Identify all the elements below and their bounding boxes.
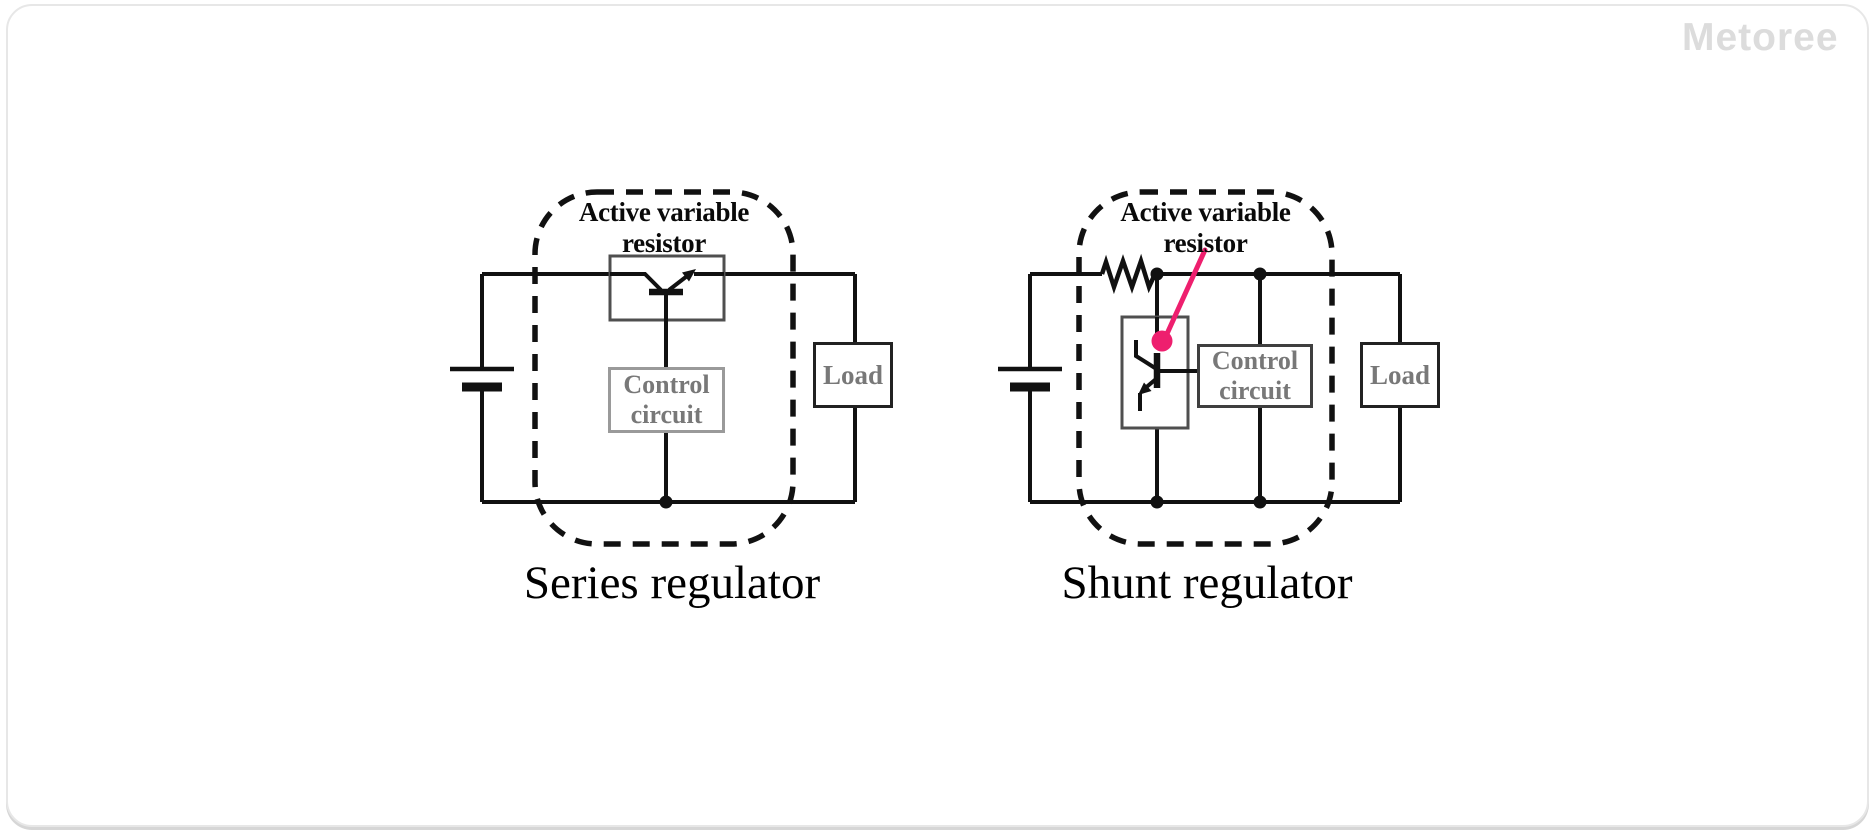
transistor-emitter-arrow <box>682 269 696 282</box>
control-box-line1: Control <box>623 370 710 399</box>
shunt-dashed-boundary <box>1076 189 1335 547</box>
annotation-line1: Active variable <box>1120 197 1291 227</box>
transistor-icon <box>608 254 726 367</box>
shunt-control-circuit-box: Control circuit <box>1197 344 1313 408</box>
transistor-collector-lead <box>1134 340 1157 370</box>
callout-line <box>1163 247 1208 339</box>
annotation-line2: resistor <box>1163 228 1248 258</box>
transistor-emitter-arrow <box>1138 382 1152 395</box>
junction-dot <box>1150 495 1164 509</box>
resistor-icon <box>1099 253 1158 295</box>
series-annotation-label: Active variable resistor <box>535 197 793 259</box>
load-label: Load <box>822 359 884 390</box>
shunt-annotation-label: Active variable resistor <box>1079 197 1332 259</box>
series-control-circuit-box: Control circuit <box>608 367 725 433</box>
battery-icon <box>450 366 514 392</box>
annotation-callout <box>1151 247 1208 352</box>
shunt-load-box: Load <box>1360 342 1440 408</box>
series-load-box: Load <box>813 342 893 408</box>
control-box-line2: circuit <box>1219 376 1291 405</box>
junction-dot <box>1253 267 1267 281</box>
junction-dot <box>1150 267 1164 281</box>
series-caption: Series regulator <box>523 557 821 609</box>
annotation-line1: Active variable <box>578 197 750 227</box>
image-card <box>6 4 1869 827</box>
control-box-line1: Control <box>1211 346 1299 375</box>
shunt-caption: Shunt regulator <box>1061 557 1353 609</box>
battery-icon <box>998 366 1062 392</box>
metoree-watermark-logo: Metoree <box>1682 16 1839 59</box>
junction-dot <box>659 495 673 509</box>
load-label: Load <box>1369 359 1431 390</box>
series-regulator-diagram <box>450 189 857 547</box>
shunt-wires <box>1028 272 1402 504</box>
shunt-regulator-diagram <box>998 189 1402 547</box>
callout-dot-icon <box>1151 330 1173 352</box>
series-dashed-boundary <box>532 189 796 547</box>
annotation-line2: resistor <box>621 228 707 258</box>
transistor-collector-lead <box>610 272 663 292</box>
junction-dot <box>1253 495 1267 509</box>
control-box-line2: circuit <box>630 400 703 429</box>
